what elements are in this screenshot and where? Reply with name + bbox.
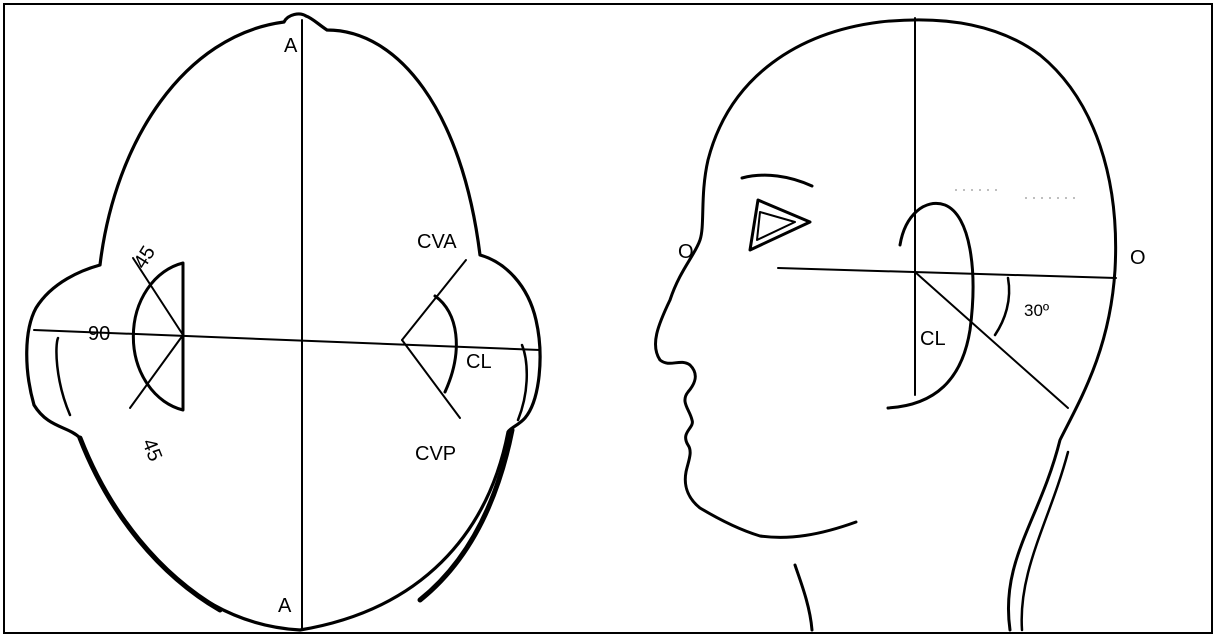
right-ear-fold [518, 345, 527, 420]
angle-30-arc [995, 278, 1009, 335]
label-o-left: O [678, 241, 694, 263]
neck-back [1022, 452, 1068, 630]
left-45-upper-line [133, 258, 183, 335]
label-cva: CVA [417, 231, 457, 253]
eyebrow [742, 175, 812, 186]
ear [888, 203, 973, 408]
side-view-head: O O CL 30º [655, 18, 1145, 630]
cva-cvp-arc [435, 296, 456, 392]
top-view-head: A A 90 45 45 CVA CL CVP [27, 14, 540, 630]
skull-outline [27, 14, 540, 630]
o-o-line [778, 268, 1116, 278]
label-45-upper: 45 [130, 242, 160, 273]
label-30-degrees: 30º [1024, 301, 1049, 320]
label-cl-top: CL [466, 351, 492, 373]
label-cl-side: CL [920, 328, 946, 350]
neck-front [795, 565, 812, 630]
outline-shading-left [80, 438, 220, 610]
label-a-bottom: A [278, 595, 292, 617]
label-cvp: CVP [415, 443, 456, 465]
label-90: 90 [88, 323, 110, 345]
label-a-top: A [284, 35, 298, 57]
left-ear-fold [56, 338, 70, 415]
face-profile [655, 20, 1115, 630]
label-45-lower: 45 [137, 436, 166, 465]
eye-inner [757, 212, 795, 240]
faint-marks [955, 190, 1075, 198]
cva-line [402, 260, 466, 340]
label-o-right: O [1130, 247, 1146, 269]
